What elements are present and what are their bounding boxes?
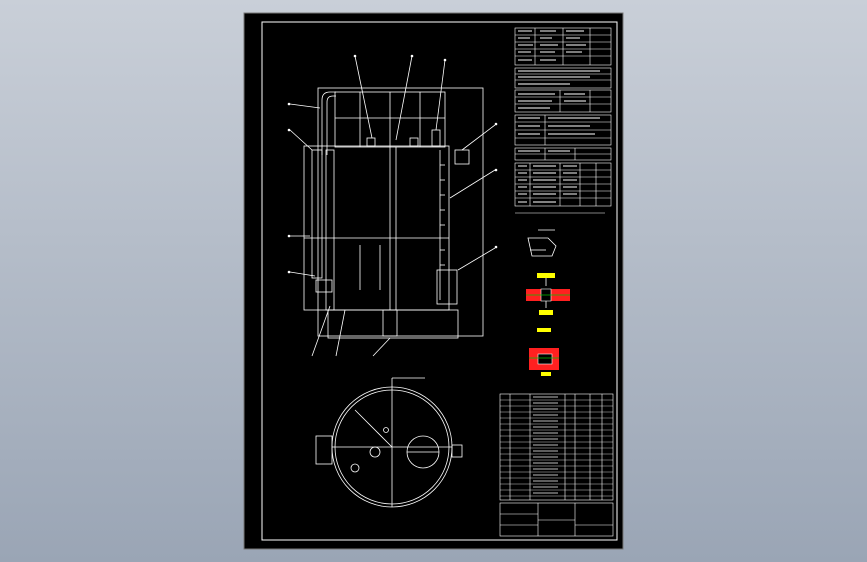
drawing-frame — [261, 21, 618, 541]
title-block — [499, 502, 614, 537]
tank-plan-view — [315, 377, 463, 508]
detail-views — [526, 229, 570, 376]
parts-list-table — [499, 393, 614, 501]
inlet-pipe — [321, 91, 336, 155]
bottom-manway — [436, 269, 458, 305]
tank-envelope — [317, 87, 484, 337]
requirements-tables — [514, 27, 612, 214]
table-text-strokes — [518, 30, 600, 203]
tank-front-view — [289, 55, 496, 357]
parts-list-rows — [500, 396, 613, 497]
balloon-marks — [287, 54, 498, 274]
